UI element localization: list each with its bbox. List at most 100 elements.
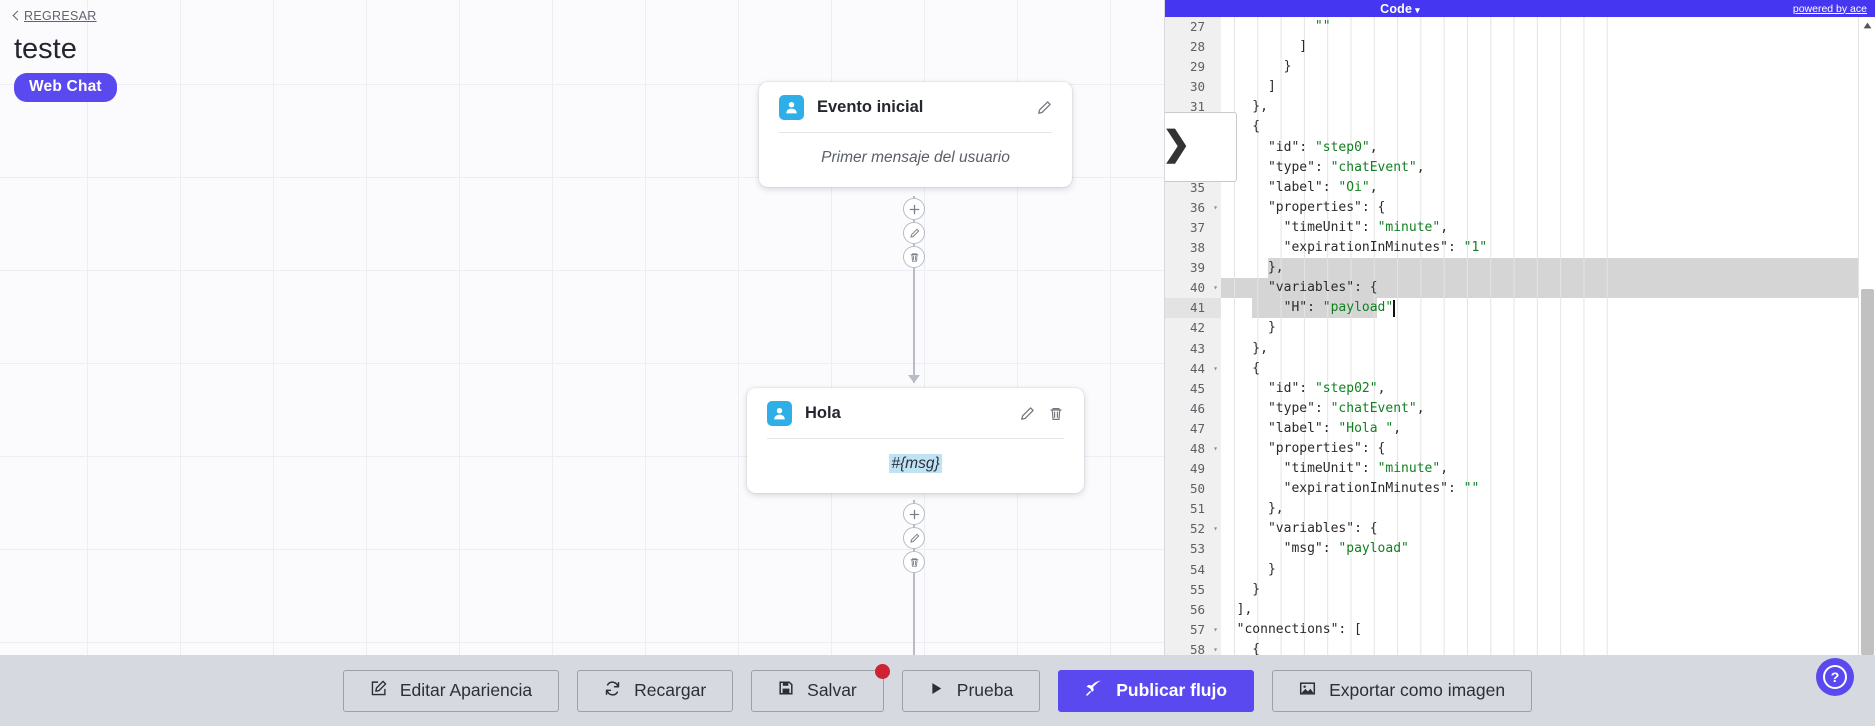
line-number: 28: [1165, 37, 1221, 58]
code-line[interactable]: 29 }: [1165, 57, 1875, 78]
node-body-variable: #{msg}: [889, 454, 942, 473]
code-line[interactable]: 49 "timeUnit": "minute",: [1165, 459, 1875, 480]
code-text: ]: [1221, 79, 1276, 95]
code-line[interactable]: 44 {: [1165, 358, 1875, 379]
back-link[interactable]: REGRESAR: [12, 9, 97, 23]
delete-edge-button[interactable]: [903, 551, 925, 573]
code-line[interactable]: 50 "expirationInMinutes": "": [1165, 479, 1875, 500]
line-number: 46: [1165, 398, 1221, 419]
code-area[interactable]: 27 ""28 ]29 }30 ]31 },32 {33 "id": "step…: [1165, 17, 1875, 655]
node-actions: [1036, 100, 1052, 116]
code-line[interactable]: 35 "label": "Oi",: [1165, 177, 1875, 198]
code-line[interactable]: 48 "properties": {: [1165, 438, 1875, 459]
flow-canvas[interactable]: REGRESAR teste Web Chat: [0, 0, 1164, 655]
line-number: 57: [1165, 619, 1221, 640]
help-button[interactable]: ?: [1816, 658, 1854, 696]
add-node-button[interactable]: [903, 503, 925, 525]
rocket-icon: [1085, 679, 1103, 702]
line-number: 36: [1165, 197, 1221, 218]
node-divider: [779, 132, 1052, 133]
code-text: ]: [1221, 39, 1308, 55]
node-header: Evento inicial: [759, 82, 1072, 132]
code-text: "timeUnit": "minute",: [1283, 219, 1449, 235]
node-body-text: Primer mensaje del usuario: [821, 149, 1010, 166]
reload-button[interactable]: Recargar: [577, 669, 734, 712]
line-number: 56: [1165, 599, 1221, 620]
code-text: "label": "Oi",: [1267, 179, 1378, 195]
code-line[interactable]: 58 {: [1165, 639, 1875, 655]
add-node-button[interactable]: [903, 198, 925, 220]
line-number: 51: [1165, 499, 1221, 520]
editor-mode-dropdown[interactable]: Code▾: [1380, 2, 1420, 16]
code-text: "type": "chatEvent",: [1267, 400, 1425, 416]
code-line[interactable]: 47 "label": "Hola ",: [1165, 418, 1875, 439]
code-line[interactable]: 27 "": [1165, 17, 1875, 38]
edit-appearance-button[interactable]: Editar Apariencia: [342, 669, 560, 712]
code-editor-panel[interactable]: Code▾ powered by ace 27 ""28 ]29 }30 ]31…: [1164, 0, 1875, 655]
code-line[interactable]: 43 },: [1165, 338, 1875, 359]
editor-mode-label: Code: [1380, 1, 1413, 16]
flow-node-evento-inicial[interactable]: Evento inicial Primer mensaje del usuari…: [759, 82, 1072, 187]
line-number: 55: [1165, 579, 1221, 600]
code-text: "connections": [: [1236, 621, 1362, 637]
code-line[interactable]: 41 "H": "payload": [1165, 298, 1875, 319]
code-line[interactable]: 45 "id": "step02",: [1165, 378, 1875, 399]
code-line[interactable]: 55 }: [1165, 579, 1875, 600]
trash-icon[interactable]: [1048, 406, 1064, 422]
line-number: 40: [1165, 278, 1221, 298]
publish-flow-button[interactable]: Publicar flujo: [1058, 669, 1255, 712]
code-line[interactable]: 37 "timeUnit": "minute",: [1165, 217, 1875, 239]
code-line[interactable]: 53 "msg": "payload": [1165, 539, 1875, 560]
scrollbar-thumb[interactable]: [1861, 289, 1874, 655]
code-text: "label": "Hola ",: [1267, 420, 1402, 436]
pencil-icon: [909, 228, 919, 238]
code-line[interactable]: 38 "expirationInMinutes": "1": [1165, 238, 1875, 259]
code-text: "expirationInMinutes": "1": [1283, 240, 1488, 256]
code-text: "H": "payload": [1283, 300, 1394, 316]
save-button[interactable]: Salvar: [751, 663, 890, 712]
code-text: "": [1314, 19, 1331, 34]
code-line[interactable]: 57 "connections": [: [1165, 619, 1875, 640]
line-number: 38: [1165, 238, 1221, 259]
line-number: 30: [1165, 77, 1221, 98]
line-number: 35: [1165, 177, 1221, 198]
code-line[interactable]: 30 ]: [1165, 77, 1875, 98]
line-number: 49: [1165, 459, 1221, 480]
code-text: }: [1221, 561, 1276, 577]
export-as-image-button[interactable]: Exportar como imagen: [1272, 669, 1533, 712]
code-line[interactable]: 54 }: [1165, 559, 1875, 580]
code-line[interactable]: 42 }: [1165, 318, 1875, 339]
button-label: Prueba: [956, 680, 1014, 700]
code-text: "expirationInMinutes": "": [1283, 481, 1480, 497]
chevron-right-icon[interactable]: ❯: [1165, 127, 1191, 161]
code-line[interactable]: 51 },: [1165, 499, 1875, 520]
canvas-header: REGRESAR teste Web Chat: [12, 6, 117, 103]
scroll-up-arrow-icon[interactable]: [1859, 17, 1875, 34]
node-title: Evento inicial: [817, 98, 924, 116]
code-line[interactable]: 46 "type": "chatEvent",: [1165, 398, 1875, 419]
test-button[interactable]: Prueba: [901, 669, 1041, 712]
code-line[interactable]: 52 "variables": {: [1165, 519, 1875, 540]
code-text: "msg": "payload": [1283, 541, 1409, 557]
code-line[interactable]: 56 ],: [1165, 599, 1875, 620]
trash-icon: [910, 557, 918, 567]
plus-icon: [909, 204, 919, 214]
code-line[interactable]: 36 "properties": {: [1165, 197, 1875, 218]
flow-node-hola[interactable]: Hola #{msg}: [747, 388, 1084, 493]
edit-edge-button[interactable]: [903, 222, 925, 244]
code-text: },: [1221, 99, 1268, 115]
code-rows[interactable]: 27 ""28 ]29 }30 ]31 },32 {33 "id": "step…: [1165, 17, 1875, 655]
user-icon: [779, 95, 804, 120]
code-line[interactable]: 28 ]: [1165, 37, 1875, 58]
fold-widget[interactable]: ❯: [1165, 112, 1237, 182]
delete-edge-button[interactable]: [903, 246, 925, 268]
code-text: "timeUnit": "minute",: [1283, 461, 1449, 477]
editor-scrollbar[interactable]: [1858, 17, 1875, 655]
button-label: Exportar como imagen: [1329, 680, 1506, 700]
node-body: #{msg}: [747, 439, 1084, 493]
button-label: Editar Apariencia: [399, 680, 533, 700]
edit-edge-button[interactable]: [903, 527, 925, 549]
line-number: 47: [1165, 418, 1221, 439]
edit-icon[interactable]: [1036, 100, 1052, 116]
edit-icon[interactable]: [1019, 406, 1035, 422]
